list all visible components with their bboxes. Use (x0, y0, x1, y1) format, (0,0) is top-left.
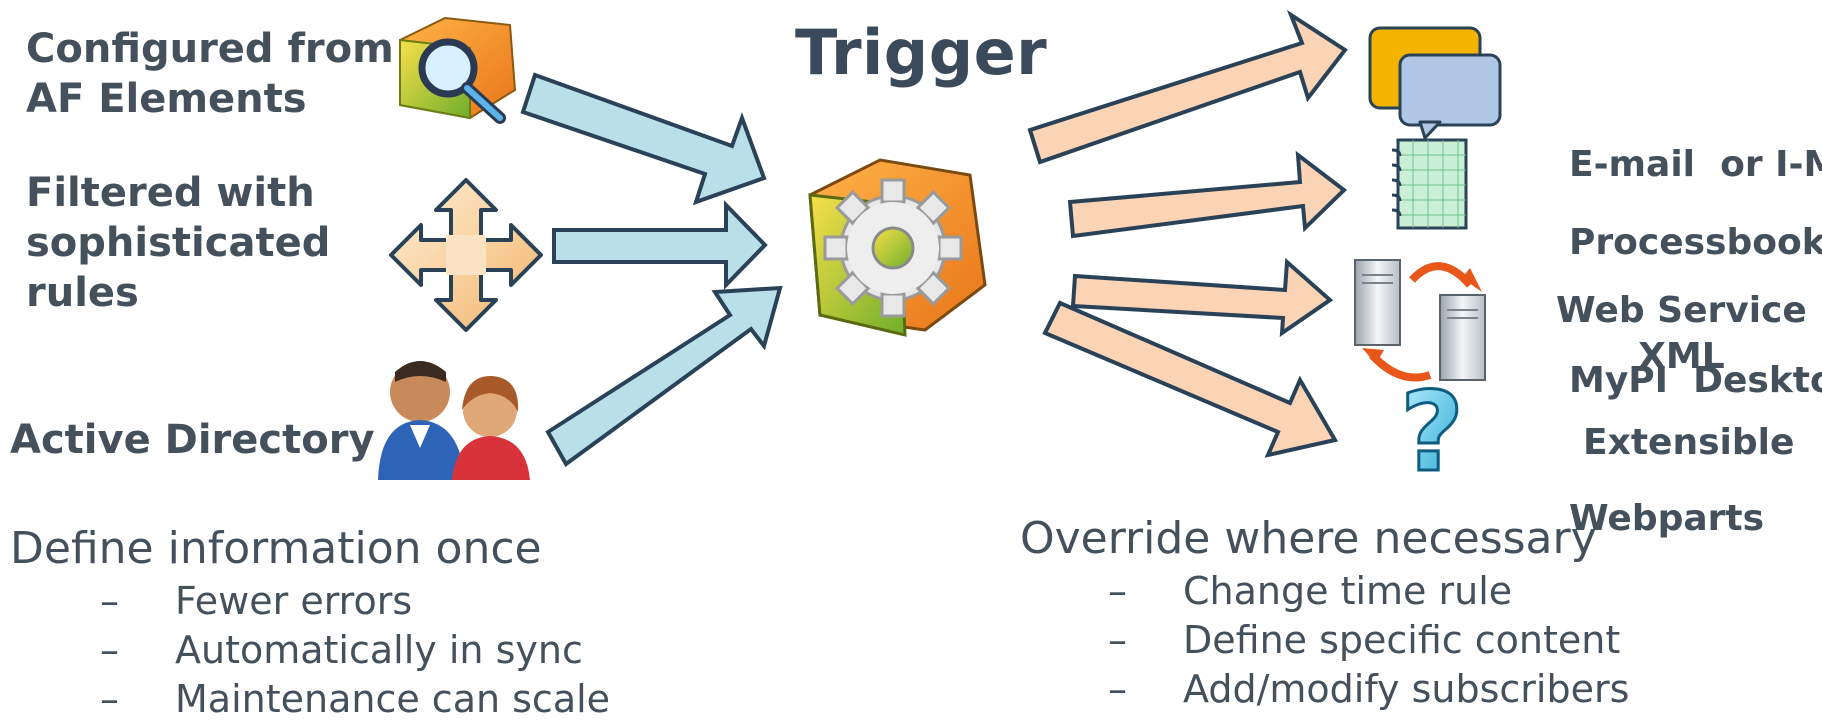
output-label-processbook: Processbook MyPI Desktop Webparts (1569, 222, 1822, 539)
chat-bubbles-icon (1368, 26, 1502, 140)
servers-sync-icon (1354, 259, 1486, 382)
left-notes-list: –Fewer errors –Automatically in sync –Ma… (100, 577, 610, 724)
input-label-af-elements: Configured from AF Elements (26, 26, 394, 122)
input-arrow-2 (552, 200, 768, 290)
output-arrow-1 (1027, 9, 1348, 165)
trigger-title: Trigger (795, 16, 1048, 89)
list-item: –Define specific content (1108, 618, 1621, 662)
output-label-email: E-mail or I-M (1569, 144, 1822, 185)
list-item: –Fewer errors (100, 579, 413, 623)
input-label-active-directory: Active Directory (10, 417, 375, 463)
input-label-rules: Filtered with sophisticated rules (26, 170, 331, 316)
notebook-icon (1391, 138, 1468, 230)
list-item: –Automatically in sync (100, 628, 583, 672)
right-notes-heading: Override where necessary (1020, 513, 1597, 564)
users-icon (378, 361, 530, 480)
output-arrow-3 (1070, 257, 1334, 337)
four-way-arrows-icon (389, 178, 543, 332)
input-arrow-1 (520, 72, 767, 206)
output-label-extensible: Extensible (1583, 422, 1795, 463)
output-label-web-service: Web Service XML (1556, 290, 1807, 377)
list-item: –Maintenance can scale (100, 677, 611, 721)
right-notes-list: –Change time rule –Define specific conte… (1108, 567, 1629, 714)
trigger-gear-icon (808, 158, 987, 337)
list-item: –Change time rule (1108, 569, 1513, 613)
question-mark-icon: ? (1399, 367, 1466, 498)
input-arrow-3 (545, 285, 783, 467)
output-arrow-4 (1042, 300, 1339, 458)
svg-text:?: ? (1400, 368, 1464, 496)
magnifier-element-icon (399, 16, 517, 124)
output-arrow-2 (1067, 150, 1348, 239)
left-notes-heading: Define information once (10, 523, 542, 574)
list-item: –Add/modify subscribers (1108, 667, 1630, 711)
